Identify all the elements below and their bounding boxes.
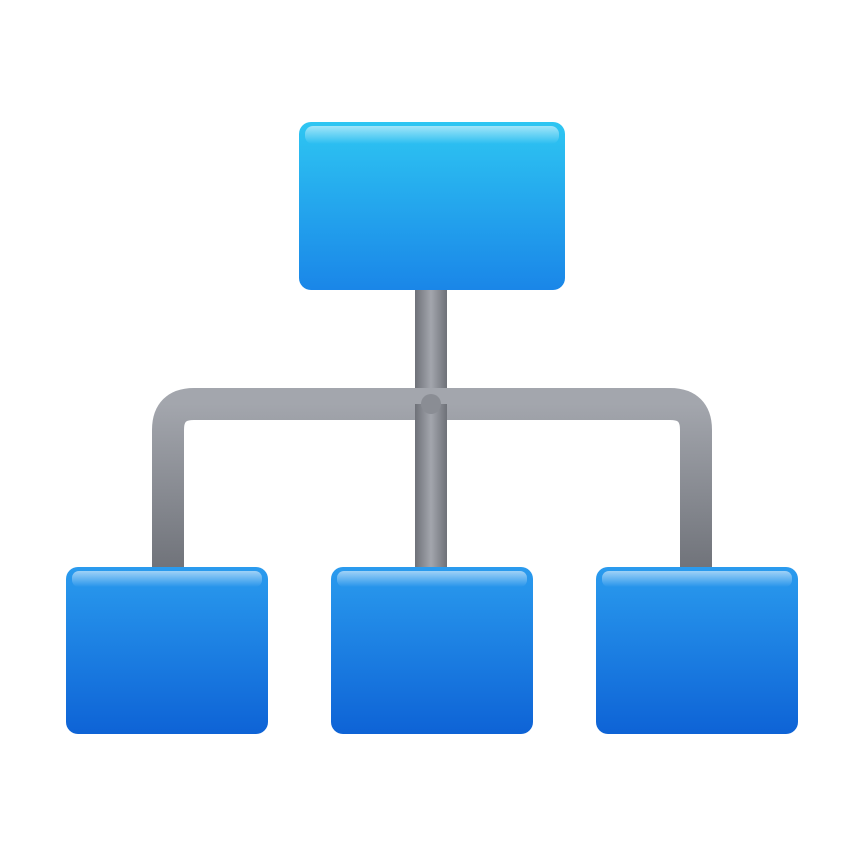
connector-joint (421, 394, 441, 414)
connector-center-drop (415, 404, 447, 579)
bottom-right-node (596, 567, 798, 734)
top-node (299, 122, 565, 290)
bottom-left-node (66, 567, 268, 734)
connector-lines (152, 280, 712, 579)
bottom-center-node (331, 567, 533, 734)
